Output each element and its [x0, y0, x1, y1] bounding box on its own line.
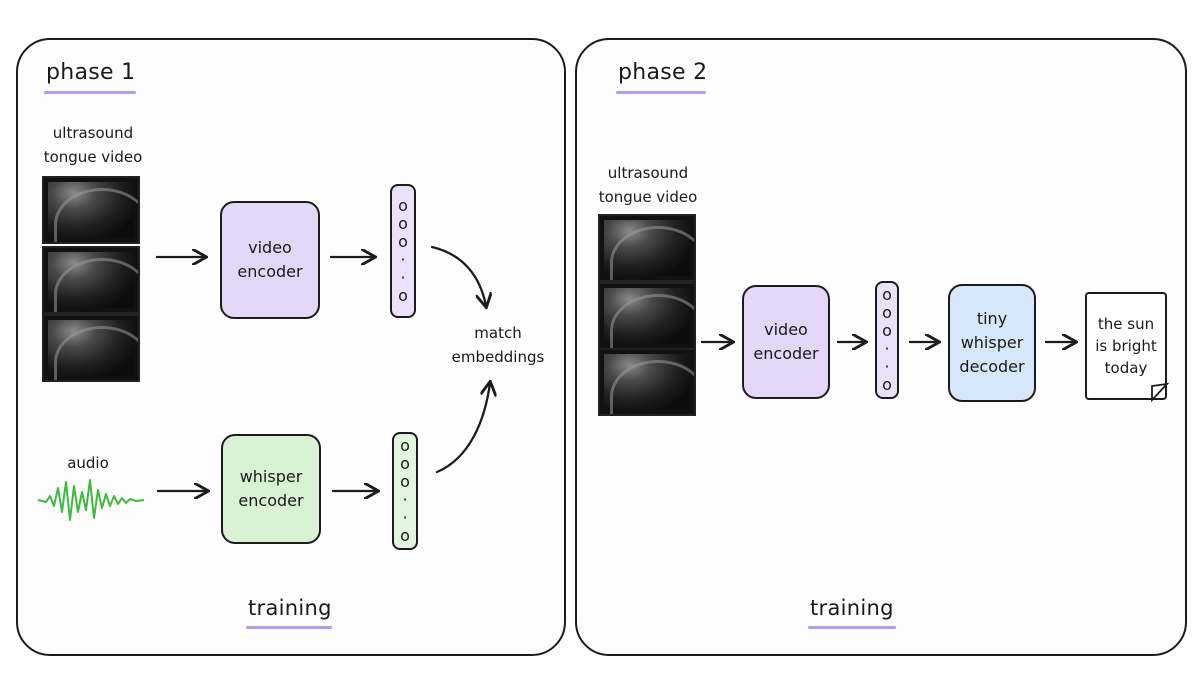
- ultrasound-frame: [598, 214, 696, 282]
- phase-2-title-underline: [616, 91, 706, 94]
- phase-1-video-label: ultrasound tongue video: [43, 124, 143, 166]
- ultrasound-frame: [598, 348, 696, 416]
- phase-2-footer: training: [810, 596, 894, 620]
- output-text-note: the sun is bright today: [1085, 292, 1167, 400]
- phase-1-title: phase 1: [46, 60, 136, 85]
- ultrasound-frame: [42, 246, 140, 314]
- phase-2-title: phase 2: [618, 60, 708, 85]
- phase-1-video-encoder: video encoder: [220, 201, 320, 319]
- tiny-whisper-decoder: tiny whisper decoder: [948, 284, 1036, 402]
- arrow-audio-embedding-to-match: [435, 383, 490, 474]
- match-embeddings-label: match embeddings: [451, 324, 545, 366]
- phase-2-video-encoder: video encoder: [742, 285, 830, 399]
- ultrasound-frame: [598, 282, 696, 350]
- phase-1-footer: training: [248, 596, 332, 620]
- audio-waveform-icon: [37, 479, 145, 521]
- note-fold-corner: [1151, 382, 1170, 403]
- phase-1-title-underline: [44, 91, 136, 94]
- ultrasound-frame: [42, 176, 140, 244]
- phase-2-footer-underline: [808, 626, 896, 629]
- phase-1-footer-underline: [246, 626, 332, 629]
- whisper-encoder: whisper encoder: [221, 434, 321, 544]
- audio-label: audio: [67, 454, 109, 472]
- ultrasound-frame: [42, 314, 140, 382]
- arrow-video-embedding-to-match: [430, 245, 486, 306]
- phase-2-video-label: ultrasound tongue video: [598, 164, 698, 206]
